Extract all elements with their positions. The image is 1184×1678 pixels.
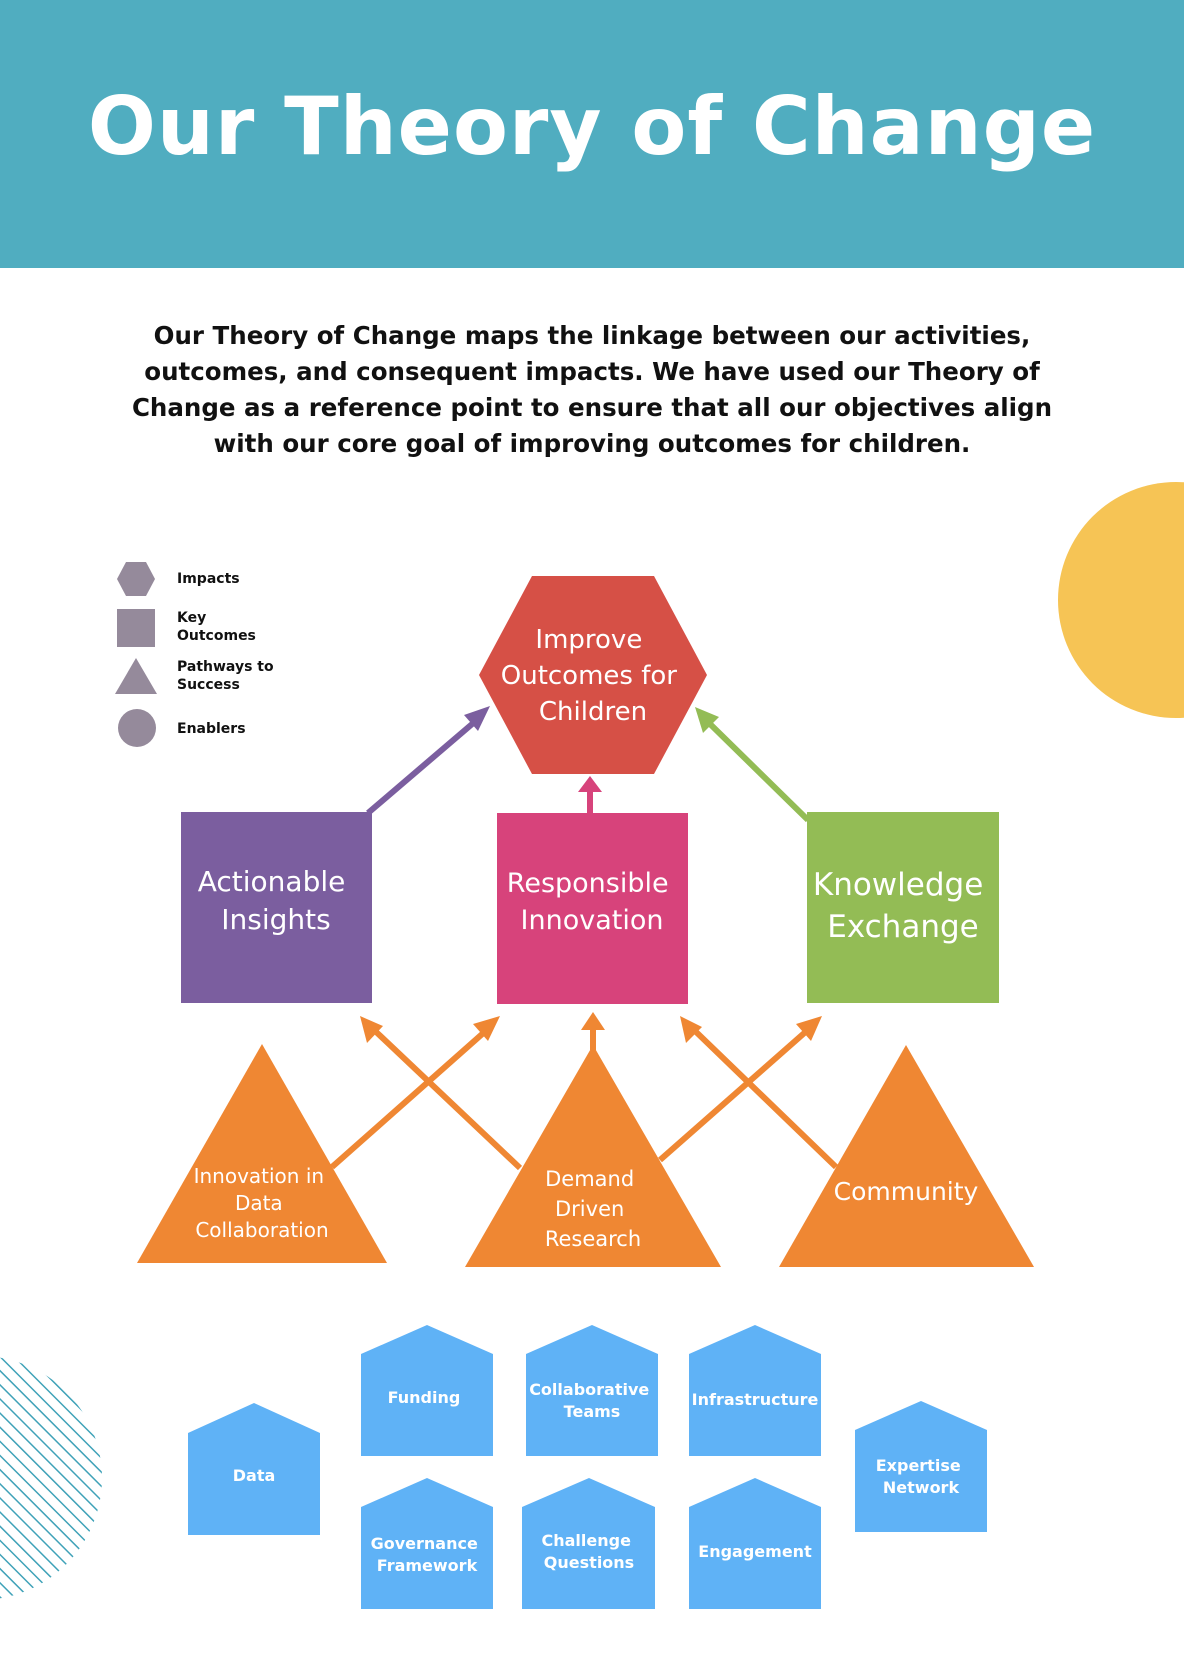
pathway-community: Community <box>779 1045 1034 1267</box>
outcome-box-responsible <box>497 813 688 1004</box>
outcome-actionable-insights: Actionable Insights <box>181 812 372 1003</box>
enabler-label-challenge: Challenge Questions <box>541 1531 636 1572</box>
enabler-shape-expertise <box>855 1401 987 1532</box>
arrowhead-demand-to-actionable <box>360 1016 383 1043</box>
pathway-triangle-community <box>779 1045 1034 1267</box>
arrowhead-knowledge-to-impact <box>695 707 719 733</box>
enablers: Data Funding Governance Framework Collab… <box>188 1325 987 1609</box>
enabler-label-infrastructure: Infrastructure <box>692 1390 819 1409</box>
legend-triangle-icon <box>115 658 157 694</box>
enabler-challenge-questions: Challenge Questions <box>522 1478 655 1609</box>
enabler-expertise-network: Expertise Network <box>855 1401 987 1532</box>
arrowhead-community-to-responsible <box>680 1016 702 1043</box>
enabler-shape-funding <box>361 1325 493 1456</box>
impact-node: Improve Outcomes for Children <box>479 576 707 774</box>
arrow-innovation-to-responsible <box>330 1025 491 1170</box>
outcome-knowledge-exchange: Knowledge Exchange <box>807 812 999 1003</box>
pathway-demand-driven-research: Demand Driven Research <box>465 1045 721 1267</box>
arrow-community-to-responsible <box>689 1025 839 1170</box>
arrowhead-innovation-to-responsible <box>473 1016 500 1041</box>
pathway-innovation-in-data-collaboration: Innovation in Data Collaboration <box>137 1044 387 1263</box>
outcome-label-responsible: Responsible Innovation <box>507 868 677 936</box>
impact-label: Improve Outcomes for Children <box>501 625 686 727</box>
decorative-striped-circle <box>0 1356 102 1600</box>
enabler-data: Data <box>188 1403 320 1535</box>
legend-label-pathways: Pathways to Success <box>177 659 278 693</box>
pathway-label-innovation: Innovation in Data Collaboration <box>194 1164 331 1242</box>
outcome-box-knowledge <box>807 812 999 1003</box>
page-title: Our Theory of Change <box>87 80 1097 173</box>
arrowhead-responsible-to-impact <box>578 776 602 792</box>
pathway-triangle-demand <box>465 1045 721 1267</box>
outcome-box-actionable <box>181 812 372 1003</box>
enabler-shape-infrastructure <box>689 1325 821 1456</box>
decorative-yellow-circle <box>1058 482 1184 718</box>
arrowhead-demand-to-responsible <box>581 1012 605 1030</box>
enabler-label-collaborative: Collaborative Teams <box>529 1380 655 1421</box>
arrow-demand-to-actionable <box>369 1025 523 1171</box>
legend-label-key-outcomes: Key Outcomes <box>177 610 256 644</box>
enabler-label-engagement: Engagement <box>698 1542 812 1561</box>
enabler-shape-governance <box>361 1478 493 1609</box>
enabler-label-funding: Funding <box>388 1388 461 1407</box>
arrow-knowledge-to-impact <box>705 719 811 823</box>
enabler-infrastructure: Infrastructure <box>689 1325 821 1456</box>
pathway-triangle-innovation <box>137 1044 387 1263</box>
arrow-demand-to-knowledge <box>658 1025 812 1163</box>
legend-square-icon <box>117 609 155 647</box>
connector-arrows <box>330 706 839 1171</box>
impact-hexagon <box>479 576 707 774</box>
legend-label-impacts: Impacts <box>177 571 240 587</box>
legend-label-enablers: Enablers <box>177 721 246 737</box>
enabler-shape-data <box>188 1403 320 1535</box>
enabler-funding: Funding <box>361 1325 493 1456</box>
legend: Impacts Key Outcomes Pathways to Success… <box>115 562 278 747</box>
arrow-actionable-to-impact <box>366 716 480 816</box>
outcome-label-actionable: Actionable Insights <box>198 865 355 936</box>
outcome-label-knowledge: Knowledge Exchange <box>813 867 993 945</box>
arrowhead-actionable-to-impact <box>464 706 490 731</box>
intro-paragraph: Our Theory of Change maps the linkage be… <box>131 321 1053 458</box>
outcome-responsible-innovation: Responsible Innovation <box>497 813 688 1004</box>
enabler-label-governance: Governance Framework <box>371 1534 484 1575</box>
enabler-label-data: Data <box>233 1466 276 1485</box>
legend-hexagon-icon <box>117 562 155 596</box>
enabler-engagement: Engagement <box>689 1478 821 1609</box>
enabler-shape-collaborative <box>526 1325 658 1456</box>
enabler-collaborative-teams: Collaborative Teams <box>526 1325 658 1456</box>
enabler-shape-engagement <box>689 1478 821 1609</box>
legend-circle-icon <box>118 709 156 747</box>
header-banner: Our Theory of Change <box>0 0 1184 268</box>
enabler-governance-framework: Governance Framework <box>361 1478 493 1609</box>
pathway-label-demand: Demand Driven Research <box>545 1167 641 1251</box>
enabler-shape-challenge <box>522 1478 655 1609</box>
pathway-label-community: Community <box>834 1177 979 1206</box>
enabler-label-expertise: Expertise Network <box>876 1456 967 1497</box>
arrowhead-demand-to-knowledge <box>796 1016 822 1041</box>
